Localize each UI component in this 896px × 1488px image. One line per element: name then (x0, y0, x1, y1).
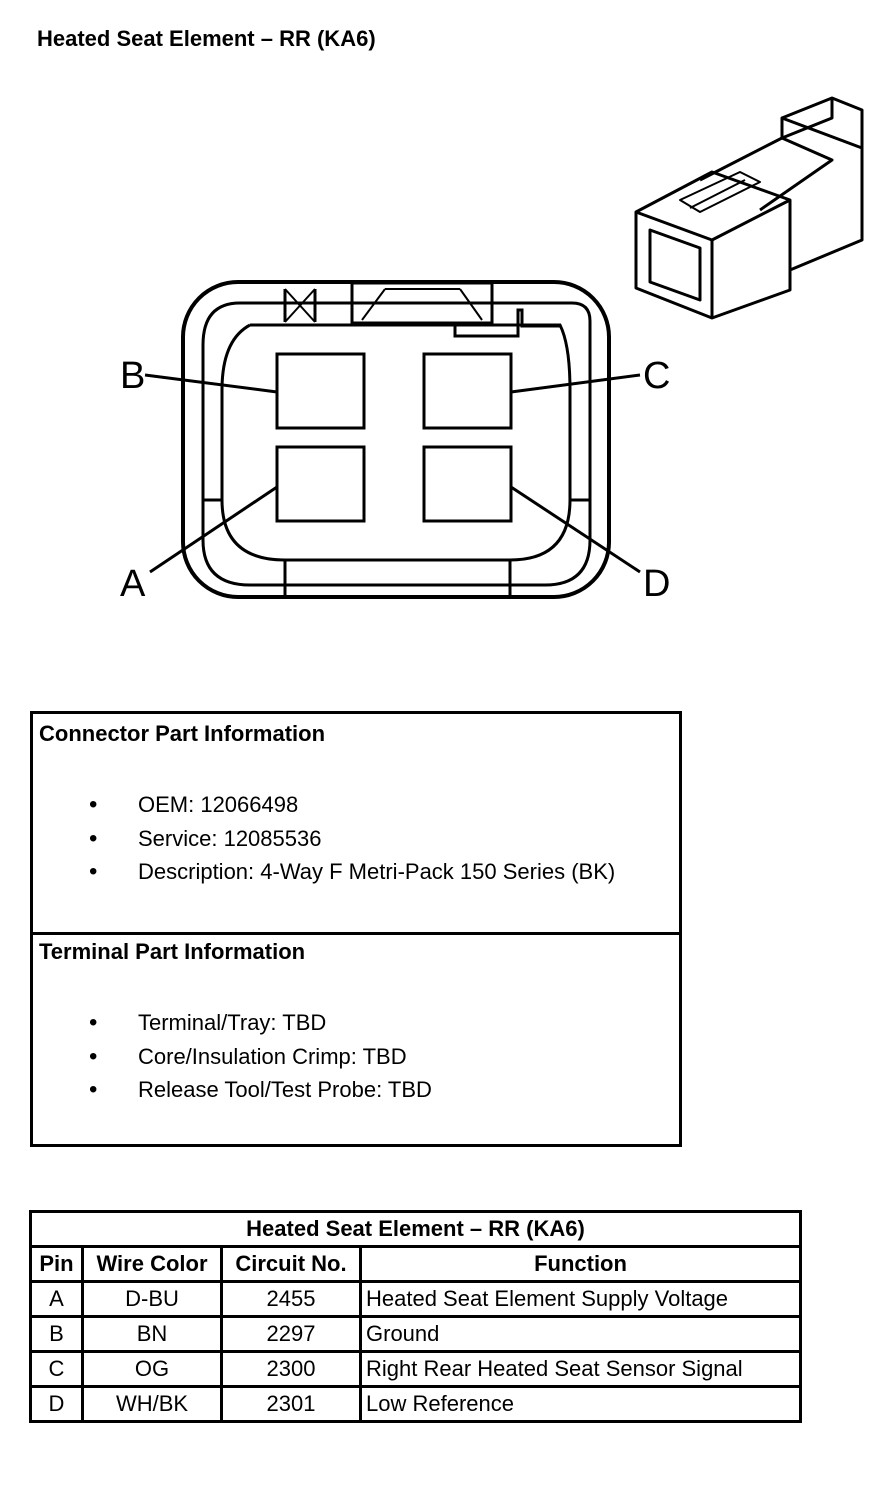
pin-table-caption: Heated Seat Element – RR (KA6) (29, 1210, 802, 1248)
column-header: Function (359, 1245, 802, 1283)
cavity-c (422, 352, 513, 430)
table-cell: 2300 (220, 1350, 362, 1388)
cavity-d (422, 445, 513, 523)
table-row: C OG 2300 Right Rear Heated Seat Sensor … (29, 1350, 802, 1388)
connector-info-section: Connector Part Information OEM: 12066498… (33, 714, 679, 935)
table-cell: OG (81, 1350, 223, 1388)
table-cell: WH/BK (81, 1385, 223, 1423)
cavity-b (275, 352, 366, 430)
connector-illustration (634, 96, 864, 320)
table-cell: Low Reference (359, 1385, 802, 1423)
list-item: Core/Insulation Crimp: TBD (33, 1044, 432, 1078)
table-cell: D-BU (81, 1280, 223, 1318)
pin-leader-lines (144, 373, 641, 574)
table-cell: 2455 (220, 1280, 362, 1318)
table-cell: A (29, 1280, 84, 1318)
table-row: D WH/BK 2301 Low Reference (29, 1385, 802, 1423)
part-information-box: Connector Part Information OEM: 12066498… (30, 711, 682, 1147)
table-header-row: Pin Wire Color Circuit No. Function (29, 1245, 802, 1283)
table-row: A D-BU 2455 Heated Seat Element Supply V… (29, 1280, 802, 1318)
table-cell: BN (81, 1315, 223, 1353)
table-cell: Heated Seat Element Supply Voltage (359, 1280, 802, 1318)
connector-diagram: B C A D (120, 96, 864, 605)
pin-table: Heated Seat Element – RR (KA6) Pin Wire … (29, 1210, 802, 1423)
table-cell: 2297 (220, 1315, 362, 1353)
table-cell: B (29, 1315, 84, 1353)
pin-label-d: D (643, 563, 670, 605)
table-cell: D (29, 1385, 84, 1423)
connector-info-list: OEM: 12066498 Service: 12085536 Descript… (33, 792, 615, 893)
list-item: Description: 4-Way F Metri-Pack 150 Seri… (33, 859, 615, 893)
column-header: Circuit No. (220, 1245, 362, 1283)
table-cell: C (29, 1350, 84, 1388)
terminal-info-section: Terminal Part Information Terminal/Tray:… (33, 932, 679, 1144)
list-item: OEM: 12066498 (33, 792, 615, 826)
pin-label-c: C (643, 355, 670, 397)
table-cell: 2301 (220, 1385, 362, 1423)
terminal-info-list: Terminal/Tray: TBD Core/Insulation Crimp… (33, 1010, 432, 1111)
pin-label-a: A (120, 563, 146, 605)
pin-label-b: B (120, 355, 145, 397)
table-cell: Ground (359, 1315, 802, 1353)
list-item: Release Tool/Test Probe: TBD (33, 1077, 432, 1111)
cavity-a (275, 445, 366, 523)
terminal-info-heading: Terminal Part Information (39, 939, 306, 964)
table-cell: Right Rear Heated Seat Sensor Signal (359, 1350, 802, 1388)
table-row: B BN 2297 Ground (29, 1315, 802, 1353)
connector-face (181, 280, 611, 599)
list-item: Terminal/Tray: TBD (33, 1010, 432, 1044)
page-title: Heated Seat Element – RR (KA6) (37, 26, 376, 51)
column-header: Pin (29, 1245, 84, 1283)
column-header: Wire Color (81, 1245, 223, 1283)
list-item: Service: 12085536 (33, 826, 615, 860)
connector-info-heading: Connector Part Information (39, 721, 326, 746)
